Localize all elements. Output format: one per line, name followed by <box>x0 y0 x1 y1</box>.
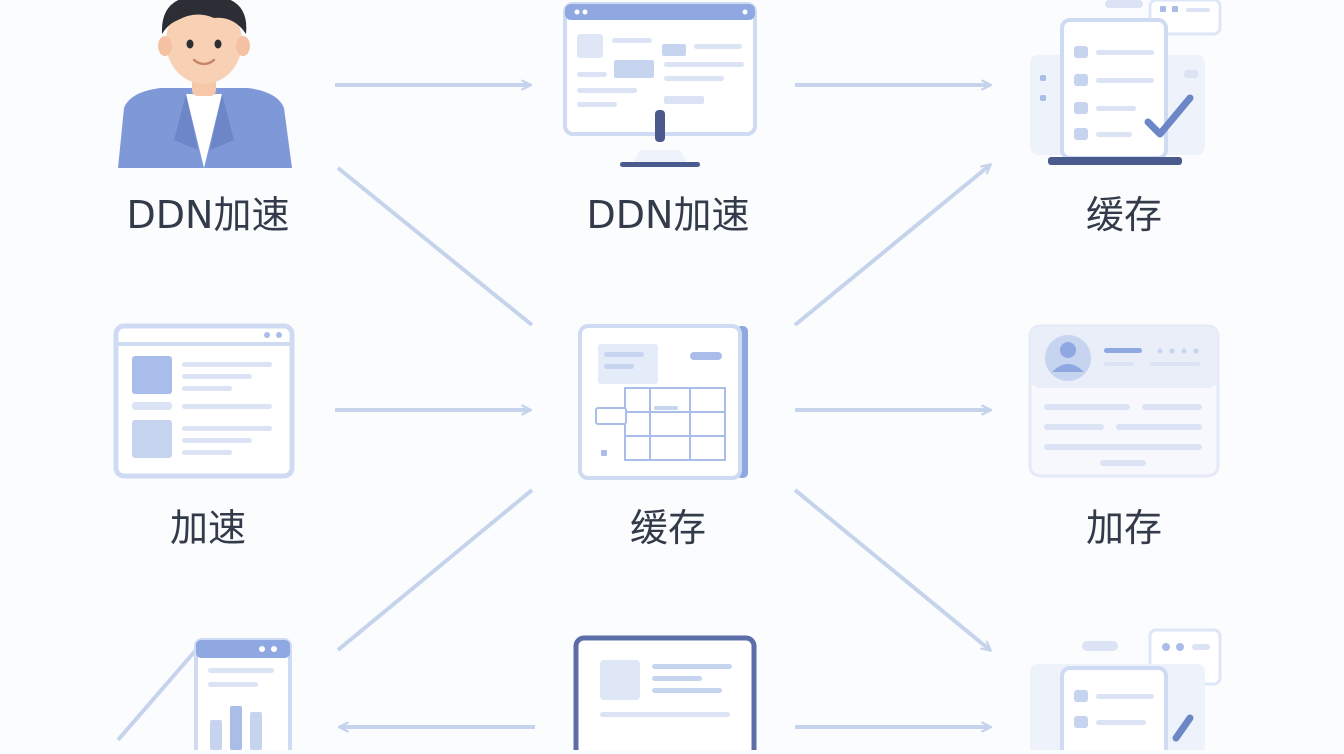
bottom-tablet-icon <box>1030 628 1222 754</box>
monitor-label: DDN加速 <box>586 193 750 237</box>
cache-top-label: 缓存 <box>1085 193 1162 237</box>
user-label: DDN加速 <box>126 193 290 237</box>
report-window-icon <box>194 638 292 754</box>
cache-center-label: 缓存 <box>629 506 706 550</box>
connectors <box>116 79 993 742</box>
web-left-label: 加速 <box>169 506 246 550</box>
arrow-center-to-cache <box>793 163 992 327</box>
cache-tablet-icon <box>1030 0 1222 165</box>
profile-card-icon <box>1028 324 1220 478</box>
user-avatar-icon <box>118 0 292 168</box>
monitor-icon <box>563 2 757 167</box>
laptop-screen-icon <box>573 635 757 754</box>
profile-right-label: 加存 <box>1085 506 1162 550</box>
cache-document-icon <box>578 324 748 480</box>
arrow-center-to-bottom-left <box>336 488 534 652</box>
arrow-user-to-center <box>336 166 534 327</box>
arrow-center-to-bottom-right <box>793 488 992 652</box>
web-window-icon <box>113 323 295 479</box>
arrow-bottom-left-diagonal <box>116 648 198 742</box>
